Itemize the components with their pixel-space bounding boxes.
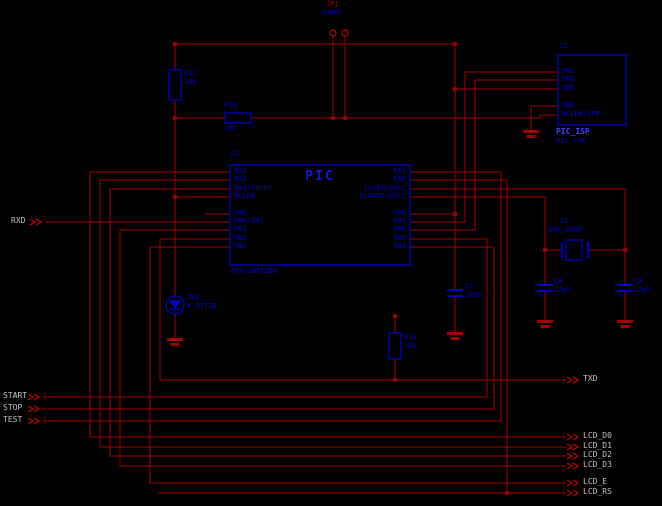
j2-pin-pgd: PGD: [562, 75, 575, 83]
dw1-ref: DW1: [187, 293, 200, 301]
net-label-stop: STOP: [3, 403, 23, 412]
net-label-lcd-d0: LCD_D0: [583, 431, 612, 440]
pic-title: PIC: [305, 169, 335, 184]
r13-value: 10k: [404, 342, 417, 350]
c8-ref: C8: [554, 277, 563, 285]
junction-dots: [172, 41, 628, 496]
j2-pin-vdd: VDD: [562, 84, 575, 92]
resistor-r12-body[interactable]: [168, 69, 182, 101]
ground-symbols[interactable]: [167, 130, 633, 346]
pic-pin-rb6: RB6: [393, 225, 406, 233]
c9-ref: C9: [634, 277, 643, 285]
net-label-rxd: RXD: [11, 216, 26, 225]
j2-value: PIC_ISP: [556, 137, 586, 145]
c9-value: 22pF: [634, 286, 651, 294]
c8-value: 22pF: [554, 286, 571, 294]
pic-pin-rb3: RB3: [234, 242, 247, 250]
r14-value: 100: [224, 124, 237, 132]
r13-ref: R13: [404, 333, 417, 341]
jumper-pins[interactable]: [329, 29, 349, 37]
capacitor-c8-body[interactable]: [537, 284, 553, 292]
net-label-start: START: [3, 391, 28, 400]
pic-pin-rb2: RB2: [234, 234, 247, 242]
net-label-txd: TXD: [583, 374, 598, 383]
net-label-test: TEST: [3, 415, 23, 424]
net-label-lcd-d2: LCD_D2: [583, 450, 612, 459]
pic-pin-ra4: RA4/T0CKI: [234, 184, 272, 192]
net-label-lcd-e: LCD_E: [583, 477, 608, 486]
c7-value: 100n: [465, 291, 482, 299]
resistor-r13-body[interactable]: [388, 332, 402, 360]
pic-pin-rb7: RB7: [393, 217, 406, 225]
jumper-value: JUMP3: [321, 9, 343, 17]
pic-pin-osc1: CLKIN/OSC1: [363, 184, 406, 192]
capacitor-c9-body[interactable]: [617, 284, 633, 292]
j2-pin-gnd: GND: [562, 101, 575, 109]
x1-value: QM4.0000: [548, 226, 582, 234]
c7-ref: C7: [465, 282, 474, 290]
pic-pin-rb5: RB5: [393, 234, 406, 242]
j2-name: PIC_ISP: [556, 127, 590, 136]
pic-ref: U1: [231, 150, 240, 158]
isp-connector-body[interactable]: [557, 54, 627, 126]
net-label-lcd-d1: LCD_D1: [583, 441, 612, 450]
crystal-x1-body[interactable]: [561, 239, 589, 261]
capacitor-c7-body[interactable]: [447, 289, 463, 297]
pic-pin-gnd: GND: [234, 209, 247, 217]
jumper-ref: JP1: [326, 0, 339, 8]
x1-ref: X1: [560, 217, 569, 225]
net-label-lcd-rs: LCD_RS: [583, 487, 612, 496]
pic-pin-ra0: RA0: [393, 175, 406, 183]
pic-pin-osc2: CLKOUT/OSC2: [359, 192, 406, 200]
net-wires[interactable]: [42, 36, 626, 494]
pic-pin-rb4: RB4: [393, 242, 406, 250]
pic-value: PIC-16F628A: [231, 267, 278, 275]
pic-pin-mclr: MCLR#: [234, 192, 256, 200]
r12-ref: R12: [184, 69, 197, 77]
j2-pin-mclr-vpp: MCLR#/VPP: [562, 110, 600, 118]
pic-pin-rb0: RB0/INT: [234, 217, 264, 225]
net-flag-arrows: [27, 218, 580, 497]
pic-pin-ra3: RA3: [234, 175, 247, 183]
dw1-value: P-RI72D: [187, 302, 217, 310]
j2-pin-pgc: PGC: [562, 67, 575, 75]
resistor-r14-body[interactable]: [224, 112, 252, 124]
pic-chip-body[interactable]: [229, 164, 411, 266]
pic-pin-ra1: RA1: [393, 167, 406, 175]
j2-ref: J2: [559, 42, 568, 50]
pic-pin-ra2: RA2: [234, 167, 247, 175]
net-label-lcd-d3: LCD_D3: [583, 460, 612, 469]
diode-dw1-body[interactable]: [165, 295, 185, 315]
r14-ref: R14: [224, 101, 237, 109]
pic-pin-rb1: RB1: [234, 225, 247, 233]
r12-value: 10k: [184, 78, 197, 86]
pic-pin-vdd: VDD: [393, 209, 406, 217]
